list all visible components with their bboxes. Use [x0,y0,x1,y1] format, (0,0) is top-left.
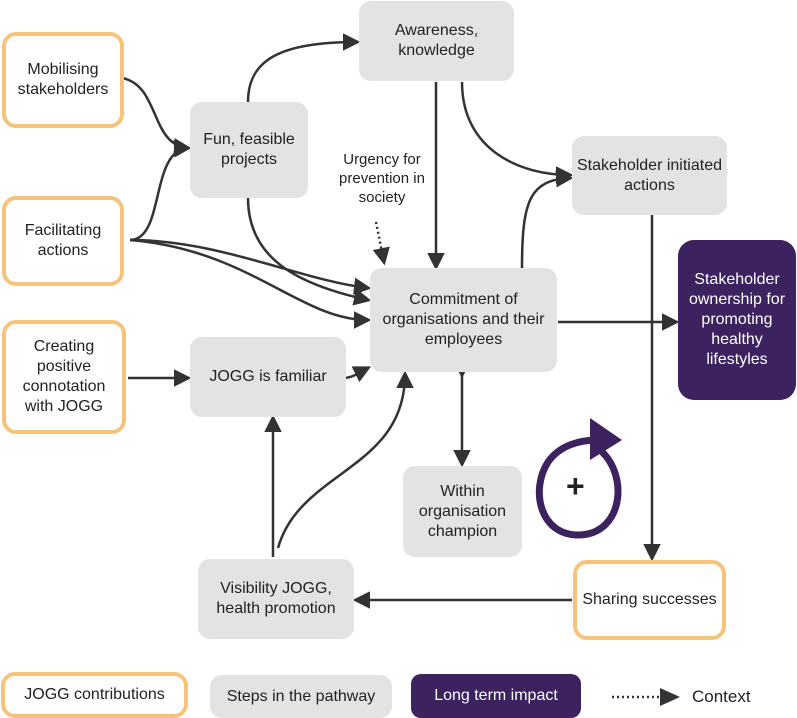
legend-context-arrowhead [660,688,680,706]
loop-cycle-icon [535,436,622,539]
reinforcing-loop-plus: + [566,468,585,504]
node-stakeholder-initiated-actions: Stakeholder initiated actions [572,136,727,215]
arrow-fun-to-awareness [246,33,361,103]
context-urgency-label: Urgency for prevention in society [339,151,425,206]
node-facilitating-actions: Facilitating actions [2,196,124,286]
loop-arrowhead-icon [590,418,622,460]
arrow-fun-to-commitment [246,197,372,306]
legend-steps-in-pathway: Steps in the pathway [210,675,392,718]
arrow-commitment-to-stakeholder-actions [520,169,574,269]
arrow-mobilising-to-fun [121,76,192,156]
node-creating-positive-connotation: Creating positive connotation with JOGG [2,320,126,434]
node-commitment-organisations: Commitment of organisations and their em… [370,268,557,372]
arrow-facilitating-to-commitment [129,238,372,296]
arrow-familiar-to-commitment [345,366,372,383]
node-awareness-knowledge: Awareness, knowledge [359,1,514,81]
node-visibility-jogg: Visibility JOGG, health promotion [198,559,354,639]
legend-jogg-contributions: JOGG contributions [1,672,188,718]
arrow-facilitating-to-commitment-2 [129,238,372,329]
node-within-organisation-champion: Within organisation champion [403,466,522,557]
arrow-visibility-to-commitment [276,370,414,549]
arrow-urgency-to-commitment [372,221,390,266]
node-sharing-successes: Sharing successes [573,560,726,640]
node-stakeholder-ownership: Stakeholder ownership for promoting heal… [678,240,796,400]
node-mobilising-stakeholders: Mobilising stakeholders [2,32,124,128]
arrow-awareness-to-stakeholder-actions [460,81,574,184]
arrow-facilitating-to-fun [129,140,192,242]
node-fun-feasible-projects: Fun, feasible projects [190,102,308,198]
legend-context-label: Context [692,687,751,706]
legend-long-term-impact: Long term impact [411,674,581,718]
node-jogg-is-familiar: JOGG is familiar [190,337,346,417]
